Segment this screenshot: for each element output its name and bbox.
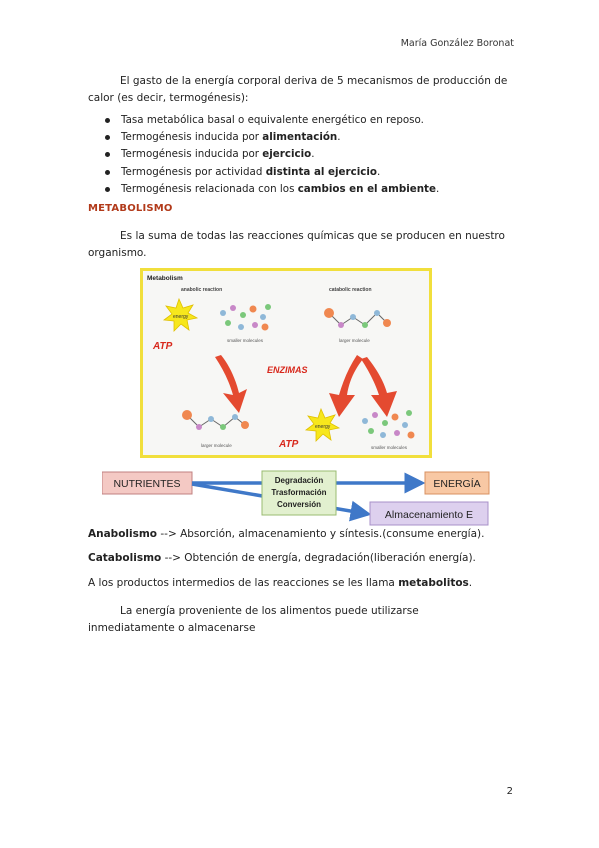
definition-paragraph: Es la suma de todas las reacciones quími… [88, 230, 505, 259]
catabolic-label: catabolic reaction [329, 287, 372, 293]
smaller-molecules-icon [220, 304, 271, 331]
list-item: Termogénesis inducida por alimentación. [104, 129, 439, 146]
conversion-label: Conversión [277, 500, 321, 509]
larger-molecule-icon [324, 308, 391, 328]
smaller-molecules-label: smaller molecules [227, 338, 264, 343]
page-header-author: María González Boronat [400, 38, 514, 49]
list-item: Termogénesis relacionada con los cambios… [104, 181, 439, 198]
almacenamiento-box [369, 501, 489, 526]
catabolic-arrow-right-icon [361, 357, 397, 417]
metabolism-illustration: Metabolism anabolic reaction catabolic r… [147, 275, 415, 450]
anabolismo-paragraph: Anabolismo --> Absorción, almacenamiento… [88, 528, 485, 540]
larger-molecule-icon [182, 410, 249, 430]
trasformacion-label: Trasformación [271, 488, 326, 497]
degradacion-label: Degradación [275, 476, 324, 485]
almacenamiento-label: Almacenamiento E [385, 509, 473, 521]
metabolism-figure: Metabolism anabolic reaction catabolic r… [140, 268, 432, 458]
list-item: Termogénesis inducida por ejercicio. [104, 146, 439, 163]
enzimas-label: ENZIMAS [267, 365, 308, 375]
energy-flow-diagram: NUTRIENTES Degradación Trasformación Con… [101, 470, 497, 528]
list-item: Tasa metabólica basal o equivalente ener… [104, 112, 439, 129]
larger-molecule-label: larger molecule [339, 338, 370, 343]
section-title: METABOLISMO [88, 203, 173, 214]
list-item: Termogénesis por actividad distinta al e… [104, 164, 439, 181]
flow-svg: NUTRIENTES Degradación Trasformación Con… [101, 470, 490, 526]
energy-burst-icon: energy [162, 297, 199, 332]
nutrientes-label: NUTRIENTES [113, 478, 180, 490]
atp-label: ATP [278, 439, 299, 450]
smaller-molecules-icon [362, 410, 415, 439]
energy-burst-icon: energy [304, 407, 341, 442]
anabolic-label: anabolic reaction [181, 287, 222, 293]
smaller-molecules-label: smaller molecules [371, 445, 408, 450]
atp-label: ATP [152, 341, 173, 352]
process-box [261, 470, 337, 516]
energia-box [424, 471, 490, 495]
thermogenesis-list: Tasa metabólica basal o equivalente ener… [104, 112, 439, 198]
catabolismo-paragraph: Catabolismo --> Obtención de energía, de… [88, 552, 476, 564]
energia-label: ENERGÍA [433, 477, 480, 490]
figure-title: Metabolism [147, 275, 183, 282]
intro-paragraph: El gasto de la energía corporal deriva d… [88, 75, 508, 104]
catabolic-arrow-left-icon [329, 355, 363, 417]
page-number: 2 [506, 786, 513, 797]
larger-molecule-label: larger molecule [201, 443, 232, 448]
svg-text:energy: energy [315, 424, 331, 430]
svg-text:energy: energy [173, 314, 189, 320]
metabolitos-paragraph: A los productos intermedios de las reacc… [88, 577, 473, 589]
closing-paragraph: La energía proveniente de los alimentos … [88, 605, 419, 634]
anabolic-arrow-icon [215, 355, 247, 413]
